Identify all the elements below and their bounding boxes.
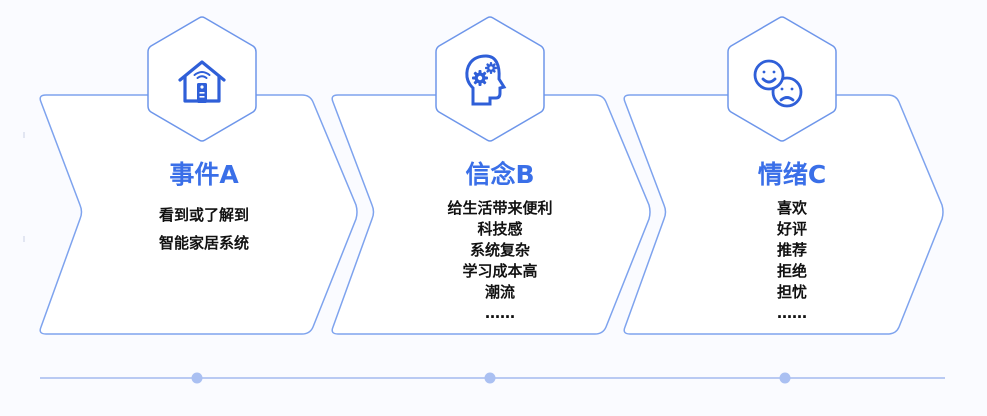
timeline-dot-1 xyxy=(191,372,203,384)
card-text-line: 看到或了解到 xyxy=(158,206,249,224)
card-text-line: 系统复杂 xyxy=(469,241,530,259)
hexagon-badge-1 xyxy=(147,16,257,142)
chevron-card-1 xyxy=(39,94,358,335)
card-text-line: …… xyxy=(777,304,807,322)
card-text-line: 智能家居系统 xyxy=(158,234,249,252)
card-text-list: 看到或了解到 智能家居系统 xyxy=(84,201,324,257)
timeline-dot-2 xyxy=(484,372,496,384)
card-text-line: 给生活带来便利 xyxy=(447,199,553,217)
card-text-line: 推荐 xyxy=(776,241,807,259)
card-title: 信念B xyxy=(465,160,535,189)
card-text-line: 担忧 xyxy=(776,283,807,301)
card-text-line: 喜欢 xyxy=(776,199,807,217)
chevron-card-3 xyxy=(623,94,944,335)
smart-home-icon xyxy=(178,60,226,103)
brain-gears-icon xyxy=(465,54,507,106)
card-text-line: 好评 xyxy=(776,220,807,238)
timeline-dot-3 xyxy=(779,372,791,384)
card-title: 事件A xyxy=(169,160,239,189)
card-text-line: 科技感 xyxy=(477,220,523,238)
card-text-list: 喜欢 好评 推荐 拒绝 担忧 …… xyxy=(672,198,912,324)
chevron-card-2 xyxy=(331,94,651,335)
card-text-line: 学习成本高 xyxy=(462,262,538,280)
card-text-line: 拒绝 xyxy=(776,262,807,280)
card-text-list: 给生活带来便利 科技感 系统复杂 学习成本高 潮流 …… xyxy=(380,198,620,324)
card-text-line: …… xyxy=(485,304,515,322)
card-title: 情绪C xyxy=(757,160,827,189)
happy-sad-faces-icon xyxy=(753,59,803,108)
card-text-line: 潮流 xyxy=(484,283,515,301)
